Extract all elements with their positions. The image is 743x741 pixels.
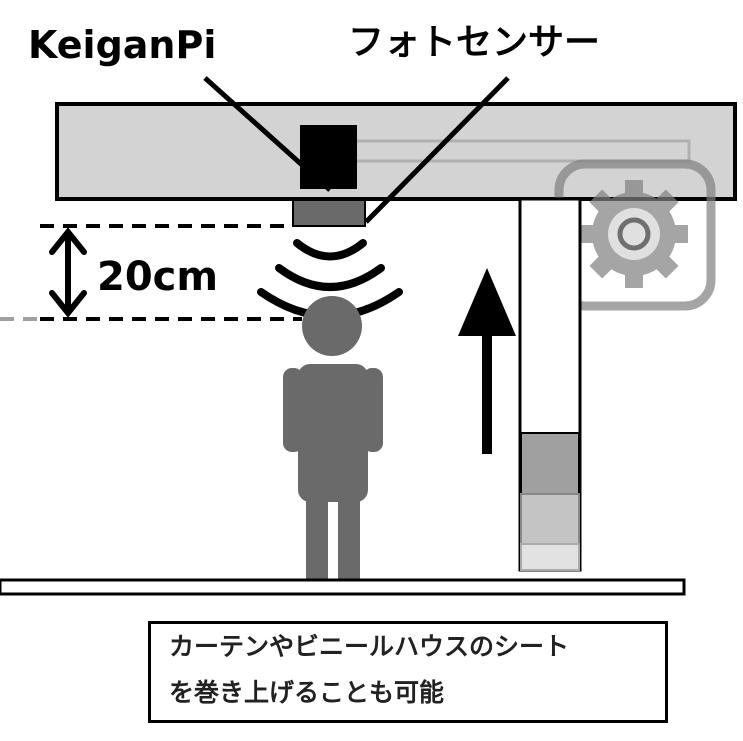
caption-box: カーテンやビニールハウスのシート を巻き上げることも可能 (148, 621, 668, 723)
arrow-up-icon (458, 268, 516, 454)
gear-icon (554, 159, 716, 311)
curtain-band-light (520, 543, 580, 571)
curtain-band-mid (520, 493, 580, 545)
keiganpi-leader-line (203, 76, 332, 192)
curtain (518, 197, 582, 572)
caption-line-2: を巻き上げることも可能 (169, 678, 445, 707)
distance-label: 20cm (97, 254, 218, 300)
caption-line-1: カーテンやビニールハウスのシート (169, 632, 570, 661)
photosensor-leader-line (364, 76, 510, 224)
keiganpi-label: KeiganPi (28, 23, 216, 67)
photosensor-device (292, 199, 366, 227)
ceiling-beam (55, 102, 737, 201)
person-icon (283, 296, 383, 580)
floor (0, 578, 686, 596)
curtain-band-dark (520, 432, 580, 495)
keiganpi-device (300, 125, 357, 189)
photosensor-label: フォトセンサー (348, 22, 600, 63)
double-arrow-icon (49, 227, 87, 318)
